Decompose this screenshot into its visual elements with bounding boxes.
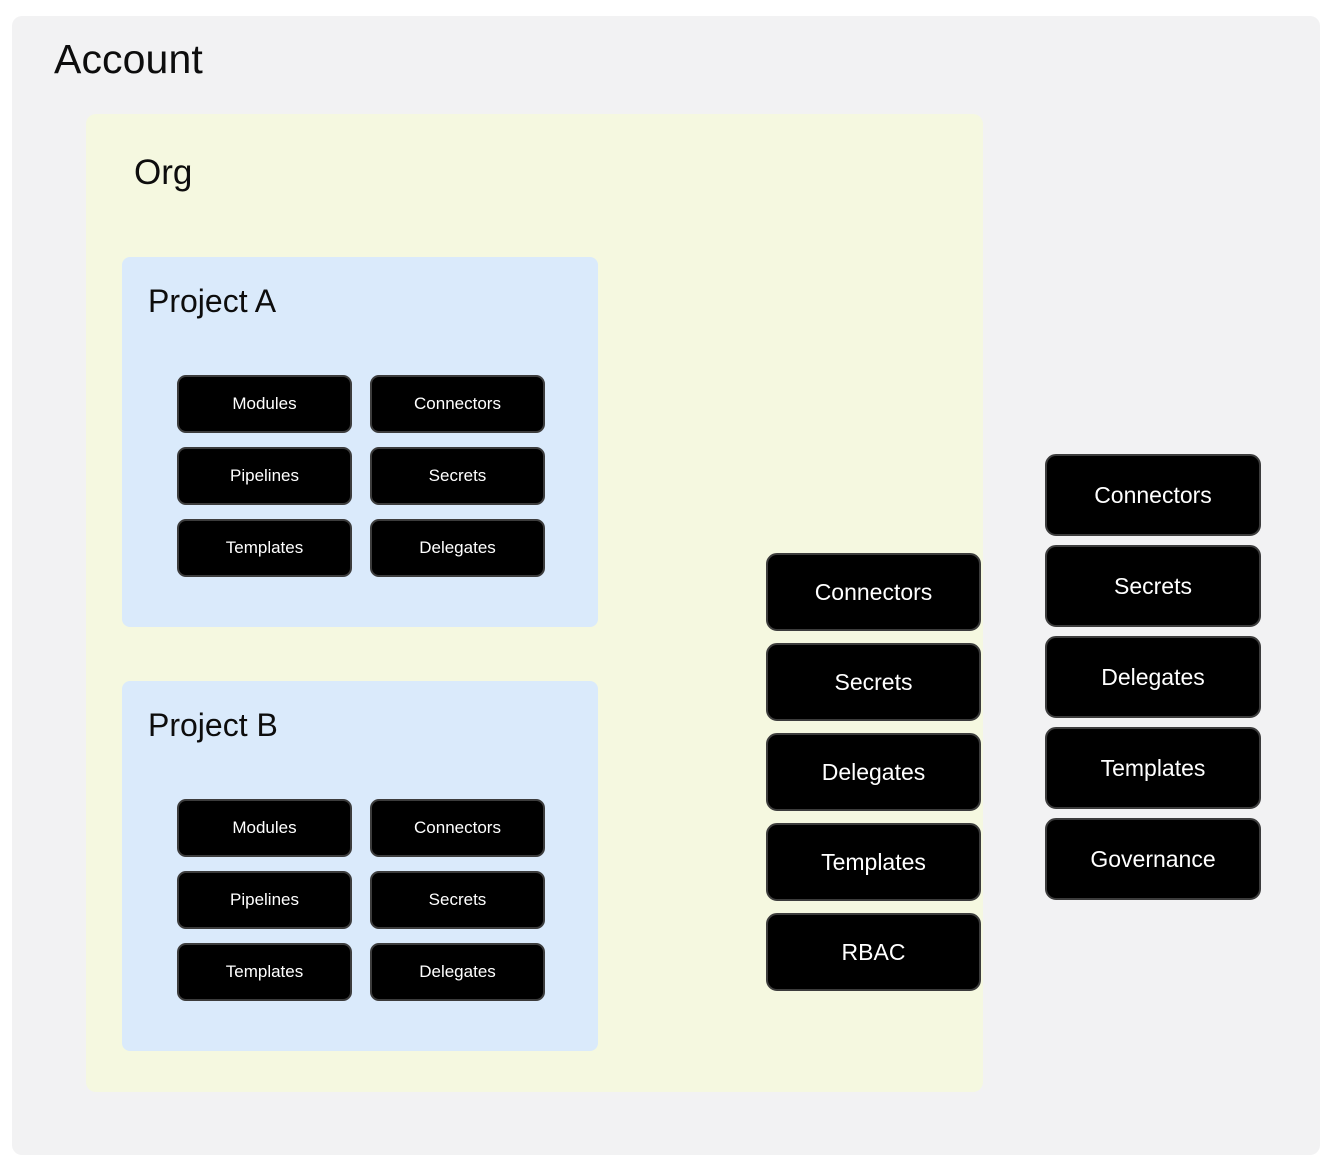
account-resource-secrets[interactable]: Secrets <box>1045 545 1261 627</box>
org-resource-secrets[interactable]: Secrets <box>766 643 981 721</box>
project-a-resource-grid: Modules Connectors Pipelines Secrets Tem… <box>177 375 545 577</box>
project-a-resource-secrets[interactable]: Secrets <box>370 447 545 505</box>
account-resource-connectors[interactable]: Connectors <box>1045 454 1261 536</box>
project-a-resource-templates[interactable]: Templates <box>177 519 352 577</box>
org-title: Org <box>134 153 193 192</box>
org-resource-connectors[interactable]: Connectors <box>766 553 981 631</box>
org-scope-resource-list: Connectors Secrets Delegates Templates R… <box>766 553 981 991</box>
org-resource-templates[interactable]: Templates <box>766 823 981 901</box>
project-a-container: Project A Modules Connectors Pipelines S… <box>122 257 598 627</box>
project-b-container: Project B Modules Connectors Pipelines S… <box>122 681 598 1051</box>
account-scope-resource-list: Connectors Secrets Delegates Templates G… <box>1045 454 1261 900</box>
account-title: Account <box>54 36 203 82</box>
project-a-resource-delegates[interactable]: Delegates <box>370 519 545 577</box>
project-b-resource-connectors[interactable]: Connectors <box>370 799 545 857</box>
project-b-title: Project B <box>148 707 278 743</box>
project-b-resource-modules[interactable]: Modules <box>177 799 352 857</box>
project-a-resource-modules[interactable]: Modules <box>177 375 352 433</box>
project-b-resource-grid: Modules Connectors Pipelines Secrets Tem… <box>177 799 545 1001</box>
project-a-resource-pipelines[interactable]: Pipelines <box>177 447 352 505</box>
account-resource-governance[interactable]: Governance <box>1045 818 1261 900</box>
project-b-resource-delegates[interactable]: Delegates <box>370 943 545 1001</box>
org-scope-container: Org Project A Modules Connectors Pipelin… <box>86 114 983 1092</box>
project-a-resource-connectors[interactable]: Connectors <box>370 375 545 433</box>
account-scope-container: Account Org Project A Modules Connectors… <box>12 16 1320 1155</box>
org-resource-rbac[interactable]: RBAC <box>766 913 981 991</box>
project-b-resource-templates[interactable]: Templates <box>177 943 352 1001</box>
project-b-resource-pipelines[interactable]: Pipelines <box>177 871 352 929</box>
project-a-title: Project A <box>148 283 277 319</box>
account-resource-delegates[interactable]: Delegates <box>1045 636 1261 718</box>
org-resource-delegates[interactable]: Delegates <box>766 733 981 811</box>
account-resource-templates[interactable]: Templates <box>1045 727 1261 809</box>
project-b-resource-secrets[interactable]: Secrets <box>370 871 545 929</box>
